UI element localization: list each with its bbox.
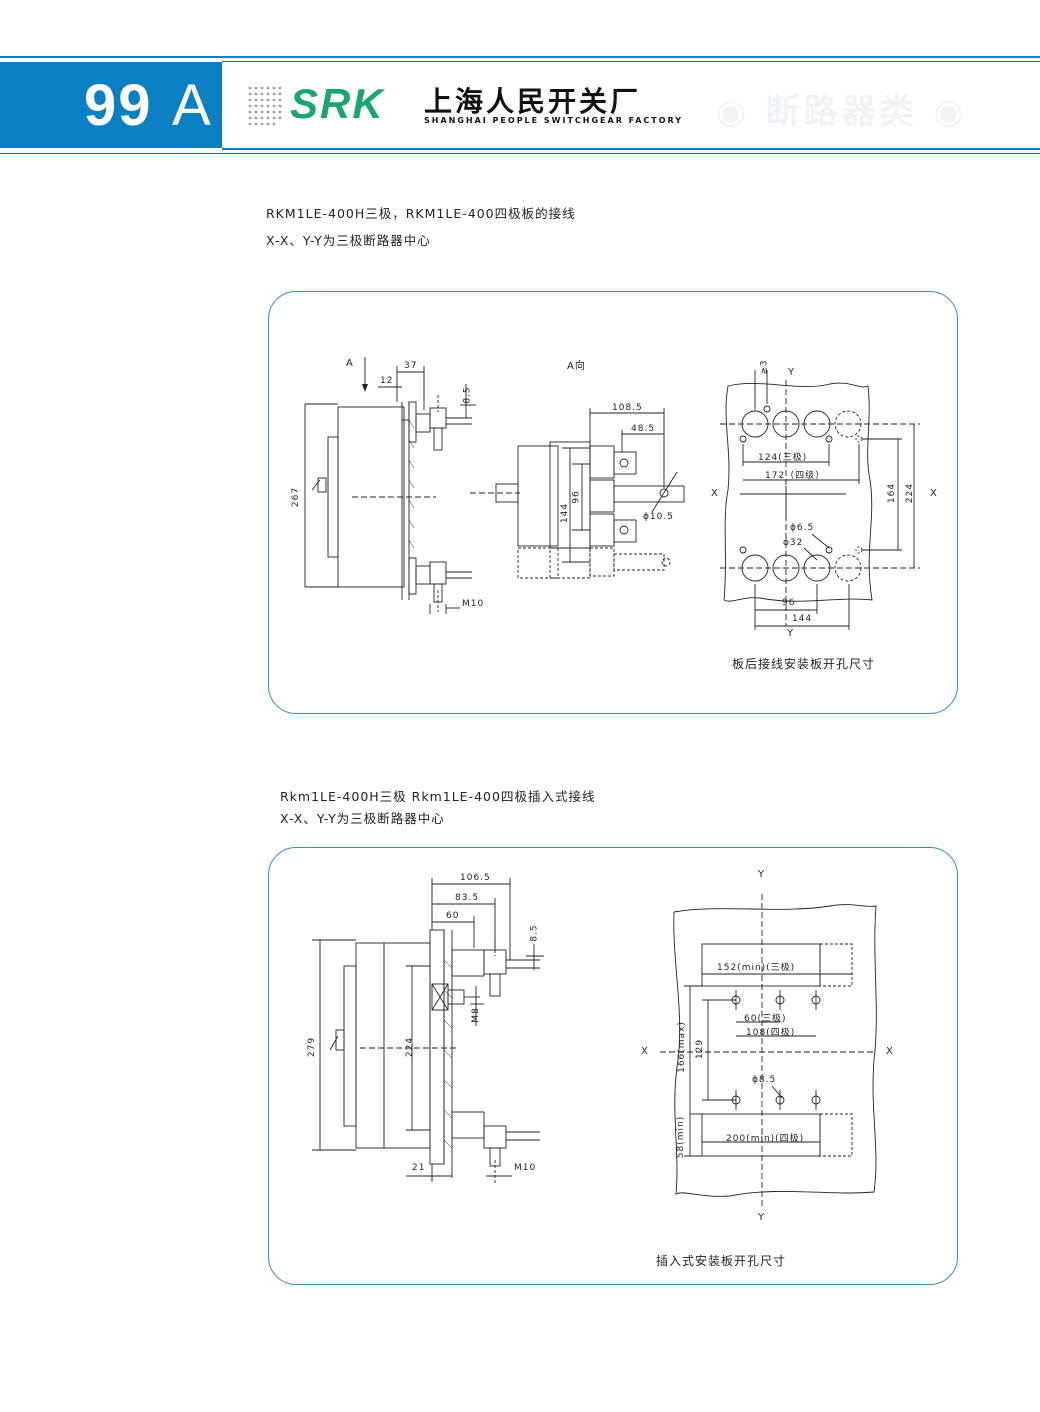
dim-phi10-5: ϕ10.5 (643, 512, 674, 522)
label-x-right-2: X (886, 1046, 894, 1057)
diagram-panel-rear-wiring (268, 291, 958, 714)
label-x-left-2: X (641, 1046, 649, 1057)
dim-279: 279 (307, 1036, 318, 1058)
header-rule-bottom-2 (0, 153, 1040, 154)
company-name-en: SHANGHAI PEOPLE SWITCHGEAR FACTORY (424, 116, 684, 125)
dim-m8: M8 (470, 1007, 481, 1023)
section2-title: Rkm1LE-400H三极 Rkm1LE-400四极插入式接线 (280, 789, 596, 804)
dim-60: 60 (446, 911, 460, 921)
dim-phi32: ϕ32 (783, 538, 804, 548)
dim-m10-b: M10 (514, 1163, 537, 1173)
header-rule-top (0, 56, 1040, 58)
label-y-top-2: Y (758, 869, 766, 880)
header-rule-top-2 (222, 61, 1040, 62)
section1-title: RKM1LE-400H三极，RKM1LE-400四极板的接线 (266, 206, 576, 221)
label-x-left-1: X (711, 488, 719, 499)
dim-58: 58(min) (676, 1115, 687, 1159)
dim-8-5-b: 8.5 (529, 924, 540, 942)
label-y-bottom-2: Y (758, 1212, 766, 1223)
dim-21: 21 (412, 1163, 426, 1173)
dim-m10: M10 (462, 599, 485, 609)
dim-172: 172（四级） (765, 471, 826, 481)
dim-108: 108(四极) (746, 1028, 796, 1038)
srk-logo: SRK (290, 80, 385, 127)
label-a-view: A向 (567, 361, 586, 372)
category-title: ◉ 断路器类 ◉ (716, 92, 968, 132)
section1-subtitle: X-X、Y-Y为三极断路器中心 (266, 233, 431, 248)
label-y-bottom-1: Y (787, 628, 795, 639)
dim-129: 129 (695, 1038, 706, 1060)
dim-124: 124(三极) (758, 453, 808, 463)
dim-200: 200(min)(四极) (726, 1134, 805, 1144)
label-x-right-1: X (930, 488, 938, 499)
company-name-cn: 上海人民开关厂 (424, 85, 642, 118)
dim-83-5: 83.5 (455, 893, 480, 903)
caption-rear-wiring: 板后接线安装板开孔尺寸 (732, 657, 876, 671)
label-a-arrow: A (346, 358, 354, 369)
dim-37: 37 (404, 361, 418, 371)
dim-224-b: 224 (405, 1036, 416, 1058)
dim-166: 166(max) (676, 1021, 687, 1073)
header-rule-bottom (222, 148, 1040, 150)
dim-108-5: 108.5 (612, 403, 643, 413)
dim-96-c: 96 (782, 598, 796, 608)
dim-phi8-5: ϕ8.5 (752, 1075, 777, 1085)
dim-phi6-5: ϕ6.5 (790, 523, 815, 533)
dim-144-c: 144 (792, 614, 813, 624)
dim-48-5: 48.5 (631, 424, 656, 434)
page-letter: A (172, 73, 211, 138)
section2-subtitle: X-X、Y-Y为三极断路器中心 (280, 811, 445, 826)
dim-152: 152(min)(三极) (717, 963, 796, 973)
dim-60-c: 60(三极) (744, 1014, 787, 1024)
dim-12: 12 (380, 376, 394, 386)
page-number: 99 (84, 73, 153, 138)
label-y-top-1: Y (788, 367, 796, 378)
page-number-band (0, 62, 222, 148)
diagram-panel-plug-in (268, 847, 958, 1285)
dim-106-5: 106.5 (460, 873, 491, 883)
logo-dot-pattern-icon (248, 86, 282, 126)
caption-plug-in: 插入式安装板开孔尺寸 (656, 1254, 787, 1268)
